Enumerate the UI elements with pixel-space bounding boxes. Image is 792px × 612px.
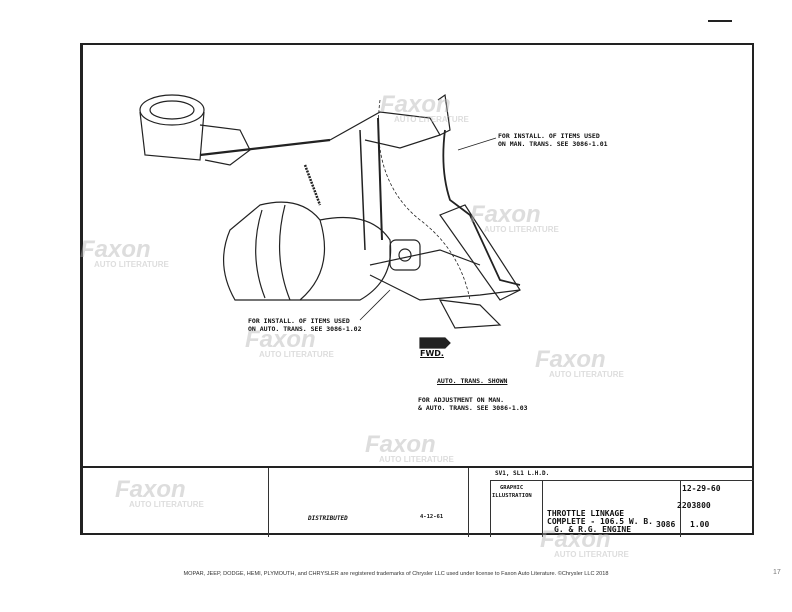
note-adjustment: FOR ADJUSTMENT ON MAN. & AUTO. TRANS. SE…	[418, 396, 528, 412]
page-number: 17	[773, 569, 781, 576]
part-number: 2203800	[677, 501, 711, 510]
section-number: 3086	[656, 520, 676, 529]
date: 12-29-60	[682, 484, 721, 493]
title-block: DISTRIBUTED 4-12-61 SV1, SL1 L.H.D. GRAP…	[80, 466, 754, 537]
drawing-frame	[80, 43, 754, 535]
corner-mark	[708, 20, 732, 22]
fwd-label: FWD.	[420, 349, 444, 358]
distributed-date: 4-12-61	[420, 514, 444, 520]
title-line-1: THROTTLE LINKAGE	[547, 509, 625, 518]
note-man-trans: FOR INSTALL. OF ITEMS USED ON MAN. TRANS…	[498, 132, 608, 148]
distributed-stamp: DISTRIBUTED	[308, 515, 348, 522]
illustration-label: ILLUSTRATION	[492, 493, 532, 499]
models: SV1, SL1 L.H.D.	[495, 470, 550, 477]
sheet-number: 1.00	[690, 520, 710, 529]
graphic-label: GRAPHIC	[500, 485, 524, 491]
title-line-2: COMPLETE - 106.5 W. B.	[547, 517, 653, 526]
note-auto-trans: FOR INSTALL. OF ITEMS USED ON AUTO. TRAN…	[248, 317, 362, 333]
title-line-3: G. & R.G. ENGINE	[554, 525, 632, 534]
note-shown: AUTO. TRANS. SHOWN	[437, 377, 508, 385]
trademark-footer: MOPAR, JEEP, DODGE, HEMI, PLYMOUTH, and …	[183, 571, 609, 577]
